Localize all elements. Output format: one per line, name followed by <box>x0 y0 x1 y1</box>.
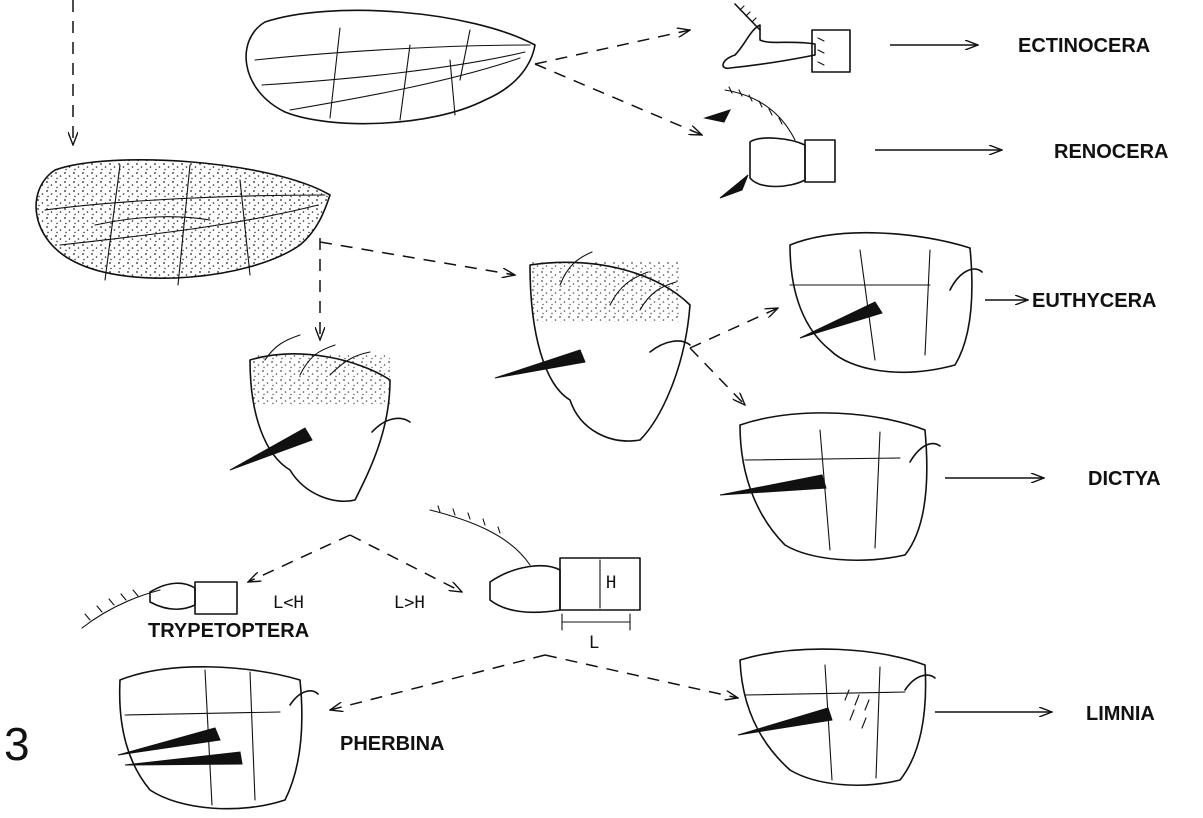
arrow-to-trypetoptera-antenna <box>248 535 350 582</box>
wing-plain-illustration <box>246 10 535 123</box>
antenna-short-illustration <box>430 506 640 630</box>
arrow-to-short-antenna <box>350 535 462 592</box>
antenna-renocera-illustration <box>705 87 835 198</box>
antenna-ectinocera-illustration <box>723 4 850 72</box>
thorax-euthycera-illustration <box>790 233 982 372</box>
label-pherbina: PHERBINA <box>340 733 444 755</box>
criterion-length-less-than-height: L<H <box>273 593 304 613</box>
label-limnia: LIMNIA <box>1086 703 1155 725</box>
arrow-to-dictya-thorax <box>690 348 745 405</box>
result-arrows <box>875 45 1052 712</box>
criterion-length-greater-than-height: L>H <box>394 593 425 613</box>
label-renocera: RENOCERA <box>1054 141 1168 163</box>
thorax-euthycera-group-illustration <box>495 252 690 441</box>
arrow-to-renocera-antenna <box>535 64 702 135</box>
label-ectinocera: ECTINOCERA <box>1018 35 1150 57</box>
label-euthycera: EUTHYCERA <box>1032 290 1156 312</box>
height-symbol: H <box>606 573 616 593</box>
figure-number: 3 <box>4 718 30 770</box>
label-trypetoptera: TRYPETOPTERA <box>148 620 309 642</box>
key-connectors <box>73 0 778 710</box>
thorax-pherbina-illustration <box>118 667 318 809</box>
arrow-to-ectinocera-antenna <box>535 30 690 64</box>
thorax-trypetoptera-illustration <box>230 335 410 501</box>
arrow-to-euthycera-group-thorax <box>320 242 515 275</box>
label-dictya: DICTYA <box>1088 468 1161 490</box>
thorax-limnia-illustration <box>738 649 935 785</box>
wing-patterned-illustration <box>36 160 330 285</box>
arrow-to-pherbina-thorax <box>330 655 545 710</box>
arrow-to-euthycera-thorax <box>690 308 778 348</box>
thorax-dictya-illustration <box>720 413 940 560</box>
length-symbol: L <box>589 633 599 653</box>
arrow-to-limnia-thorax <box>545 655 738 698</box>
